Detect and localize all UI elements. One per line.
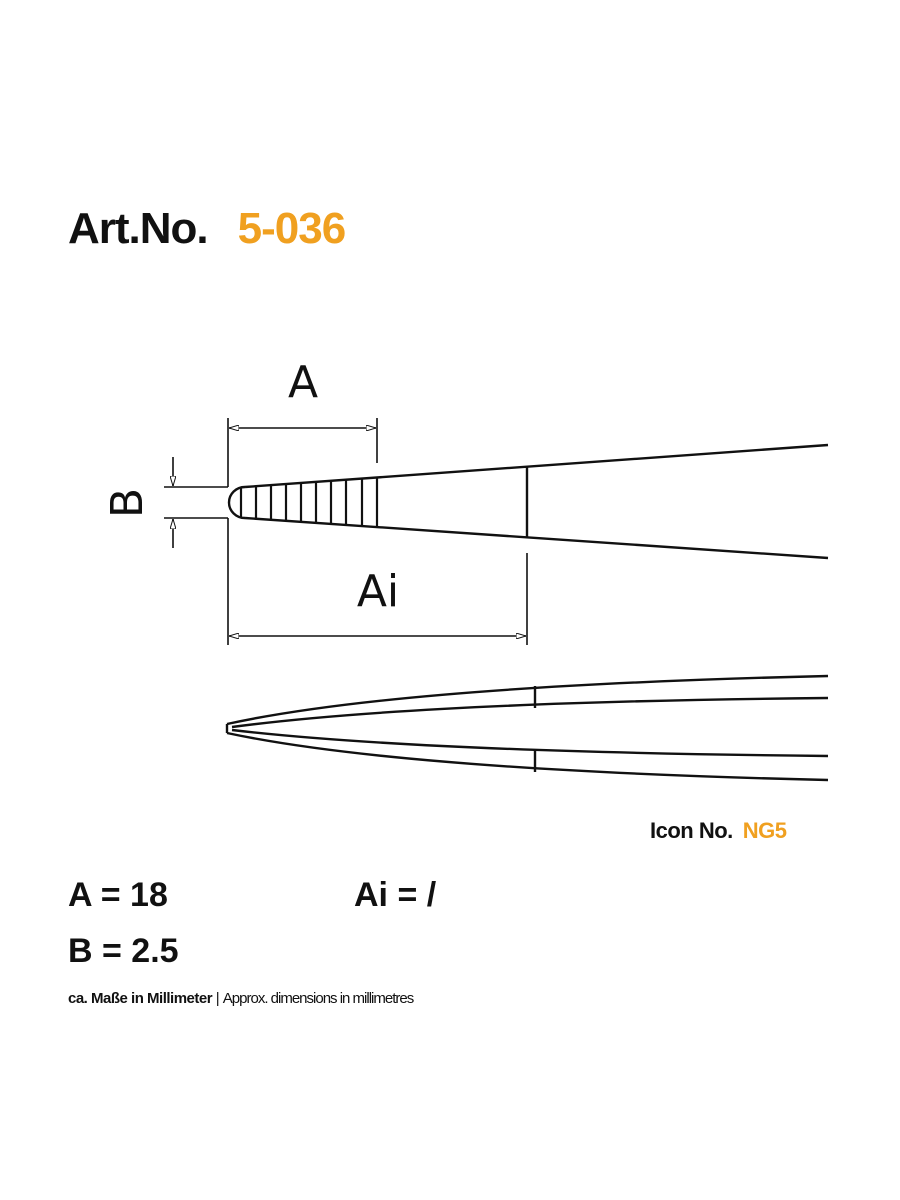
dimension-ai [227, 518, 528, 645]
icon-number: Icon No. NG5 [650, 818, 787, 844]
icon-label: Icon No. [650, 818, 733, 843]
note-german: ca. Maße in Millimeter [68, 990, 213, 1007]
grip-serrations [239, 478, 379, 527]
side-view [225, 674, 829, 782]
top-view [227, 443, 829, 560]
article-title: Art.No. 5-036 [68, 204, 347, 254]
article-number: 5-036 [237, 204, 347, 253]
label-b: B [102, 488, 153, 518]
dimension-b [164, 457, 228, 548]
icon-value: NG5 [742, 818, 787, 843]
note-separator: | [215, 990, 220, 1007]
dimension-a-value: A = 18 [68, 876, 168, 914]
dimension-a [227, 418, 378, 487]
note-english: Approx. dimensions in millimetres [222, 990, 414, 1007]
dimension-b-value: B = 2.5 [68, 932, 179, 970]
label-ai: Ai [357, 566, 399, 617]
article-label: Art.No. [68, 204, 209, 253]
units-note: ca. Maße in Millimeter | Approx. dimensi… [68, 990, 414, 1007]
label-a: A [288, 357, 318, 408]
dimension-ai-value: Ai = / [354, 876, 437, 914]
